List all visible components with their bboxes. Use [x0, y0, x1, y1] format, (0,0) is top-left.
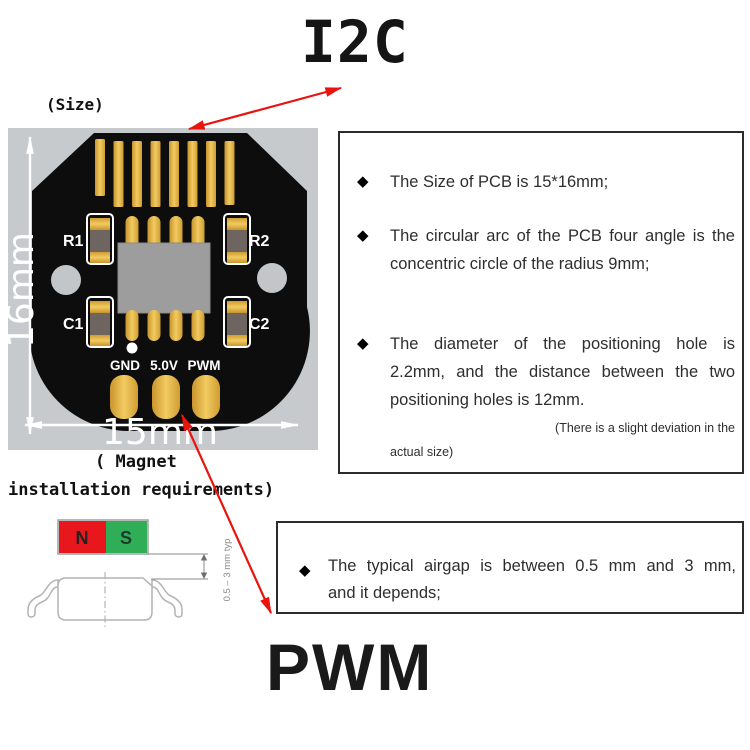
pcb-board-image: R1 R2 C1 C2 GND 5.0V PWM 16mm 15mm [8, 128, 318, 450]
ic-top-pins [125, 216, 205, 250]
pcb-top-pads [95, 139, 235, 207]
magnet-caption-line2: installation requirements) [8, 480, 275, 500]
bullet-icon: ◆ [357, 335, 369, 352]
magnet-outline [57, 519, 149, 555]
airgap-arrow-up [200, 554, 208, 561]
positioning-hole-right [257, 263, 287, 293]
magnet-south-pole [106, 521, 147, 553]
label-gnd: GND [110, 358, 140, 373]
label-c2: C2 [249, 316, 270, 333]
label-r2: R2 [249, 233, 270, 250]
magnet-airgap-diagram: N S 0.5 – 3 mm typ [27, 519, 233, 627]
deviation-note-line1: (There is a slight deviation in the [555, 421, 735, 435]
ic-chip [117, 242, 211, 314]
label-c1: C1 [63, 316, 84, 333]
label-pwm-pin: PWM [188, 358, 221, 373]
airgap-spec-box: ◆ The typical airgap is between 0.5 mm a… [276, 521, 744, 614]
bullet-icon: ◆ [299, 562, 311, 579]
airgap-dimension [148, 553, 208, 580]
bullet-icon: ◆ [357, 173, 369, 190]
label-north: N [76, 528, 89, 548]
i2c-title: I2C [301, 8, 409, 76]
pcb-spec-box: ◆ The Size of PCB is 15*16mm; ◆ The circ… [338, 131, 744, 474]
airgap-spec-text: The typical airgap is between 0.5 mm and… [328, 557, 736, 602]
label-south: S [120, 528, 132, 548]
pwm-title: PWM [266, 630, 434, 704]
sensor-chip-outline [27, 577, 183, 621]
dimension-width-label: 15mm [102, 412, 218, 450]
bullet-icon: ◆ [357, 227, 369, 244]
positioning-hole-left [51, 265, 81, 295]
pin1-dot [126, 342, 138, 354]
spec-item-holes: The diameter of the positioning hole is … [390, 335, 735, 409]
magnet-caption-line1: ( Magnet [95, 452, 177, 472]
capacitor-c1 [86, 296, 114, 348]
i2c-pointer-arrow [187, 86, 343, 131]
label-5v: 5.0V [150, 358, 178, 373]
size-label: (Size) [46, 95, 104, 114]
airgap-range-label: 0.5 – 3 mm typ [222, 539, 233, 602]
capacitor-c2 [223, 296, 251, 348]
label-r1: R1 [63, 233, 84, 250]
magnet-north-pole [59, 521, 106, 553]
ic-bottom-pins [125, 310, 205, 341]
airgap-arrow-down [200, 572, 208, 579]
resistor-r1 [86, 213, 114, 265]
pcb-bottom-pads [110, 375, 220, 419]
dimension-height-label: 16mm [8, 232, 42, 348]
resistor-r2 [223, 213, 251, 265]
spec-item-size: The Size of PCB is 15*16mm; [390, 173, 609, 191]
deviation-note-line2: actual size) [390, 445, 454, 459]
spec-item-arc: The circular arc of the PCB four angle i… [390, 227, 735, 273]
